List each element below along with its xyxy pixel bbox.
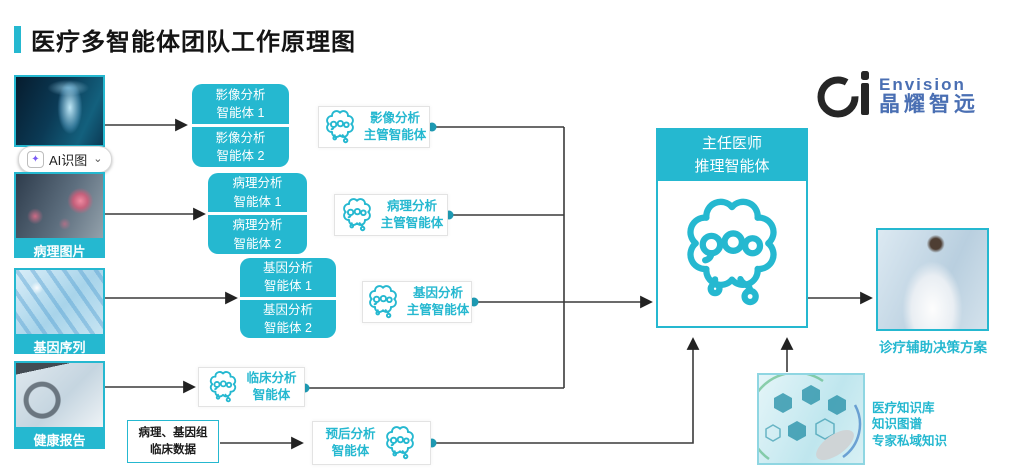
ai-recognize-label: AI识图 — [49, 153, 88, 168]
sparkle-icon: ✦ — [27, 151, 44, 168]
input-health-tile: 健康报告 — [14, 361, 105, 449]
gene-tile-label: 基因序列 — [33, 340, 86, 355]
brain-icon — [368, 285, 397, 319]
page-header: 医疗多智能体团队工作原理图 — [14, 22, 356, 57]
clinical-data-box: 病理、基因组临床数据 — [127, 420, 219, 463]
input-pathology-tile: 病理图片 — [14, 172, 105, 259]
pathology-agent-1-box: 病理分析智能体 1 — [208, 173, 307, 212]
imaging-agent-2-box: 影像分析智能体 2 — [192, 127, 289, 167]
health-report-image — [16, 363, 103, 427]
gene-agent-group: 基因分析智能体 1 基因分析智能体 2 — [240, 258, 336, 338]
knowledge-base-label: 医疗知识库 知识图谱 专家私域知识 — [872, 401, 948, 448]
imaging-supervisor-agent-box: 影像分析主管智能体 — [318, 106, 430, 148]
qi-logo-icon — [817, 71, 869, 118]
decision-plan-label: 诊疗辅助决策方案 — [879, 340, 987, 355]
gene-image — [16, 270, 103, 334]
knowledge-base-image — [757, 373, 865, 465]
gene-agent-2-box: 基因分析智能体 2 — [240, 299, 336, 338]
gene-supervisor-agent-box: 基因分析主管智能体 — [362, 281, 472, 323]
hexagon-graphic — [759, 375, 862, 461]
pathology-agent-group: 病理分析智能体 1 病理分析智能体 2 — [208, 173, 307, 254]
imaging-agent-1-box: 影像分析智能体 1 — [192, 84, 289, 124]
input-gene-tile: 基因序列 — [14, 268, 105, 355]
pathology-image — [16, 174, 103, 238]
clinical-agent-box: 临床分析智能体 — [198, 367, 305, 407]
chief-agent-header: 主任医师推理智能体 — [658, 130, 806, 181]
brain-icon — [342, 198, 371, 232]
imaging-agent-group: 影像分析智能体 1 影像分析智能体 2 — [192, 84, 289, 167]
page-title: 医疗多智能体团队工作原理图 — [31, 29, 356, 56]
chief-physician-agent-box: 主任医师推理智能体 — [656, 128, 808, 328]
brain-icon — [210, 371, 237, 403]
pathology-tile-label: 病理图片 — [33, 244, 86, 259]
chevron-down-icon: ⌄ — [93, 153, 103, 165]
brand-name-en: Envision — [879, 75, 966, 95]
title-accent-bar — [14, 26, 21, 53]
brand-logo: Envision 晶耀智远 — [817, 70, 979, 122]
input-imaging-tile — [14, 75, 105, 147]
prognosis-agent-box: 预后分析智能体 — [312, 421, 431, 465]
gene-agent-1-box: 基因分析智能体 1 — [240, 258, 336, 297]
brand-name-cn: 晶耀智远 — [879, 92, 979, 116]
ai-recognize-button[interactable]: ✦ AI识图 ⌄ — [18, 146, 112, 173]
brain-icon — [325, 110, 354, 144]
brain-icon — [674, 195, 790, 311]
doctor-image — [876, 228, 989, 331]
pathology-agent-2-box: 病理分析智能体 2 — [208, 215, 307, 254]
brain-icon — [385, 426, 414, 460]
xray-image — [16, 77, 103, 145]
pathology-supervisor-agent-box: 病理分析主管智能体 — [334, 194, 448, 236]
health-tile-label: 健康报告 — [33, 433, 86, 448]
